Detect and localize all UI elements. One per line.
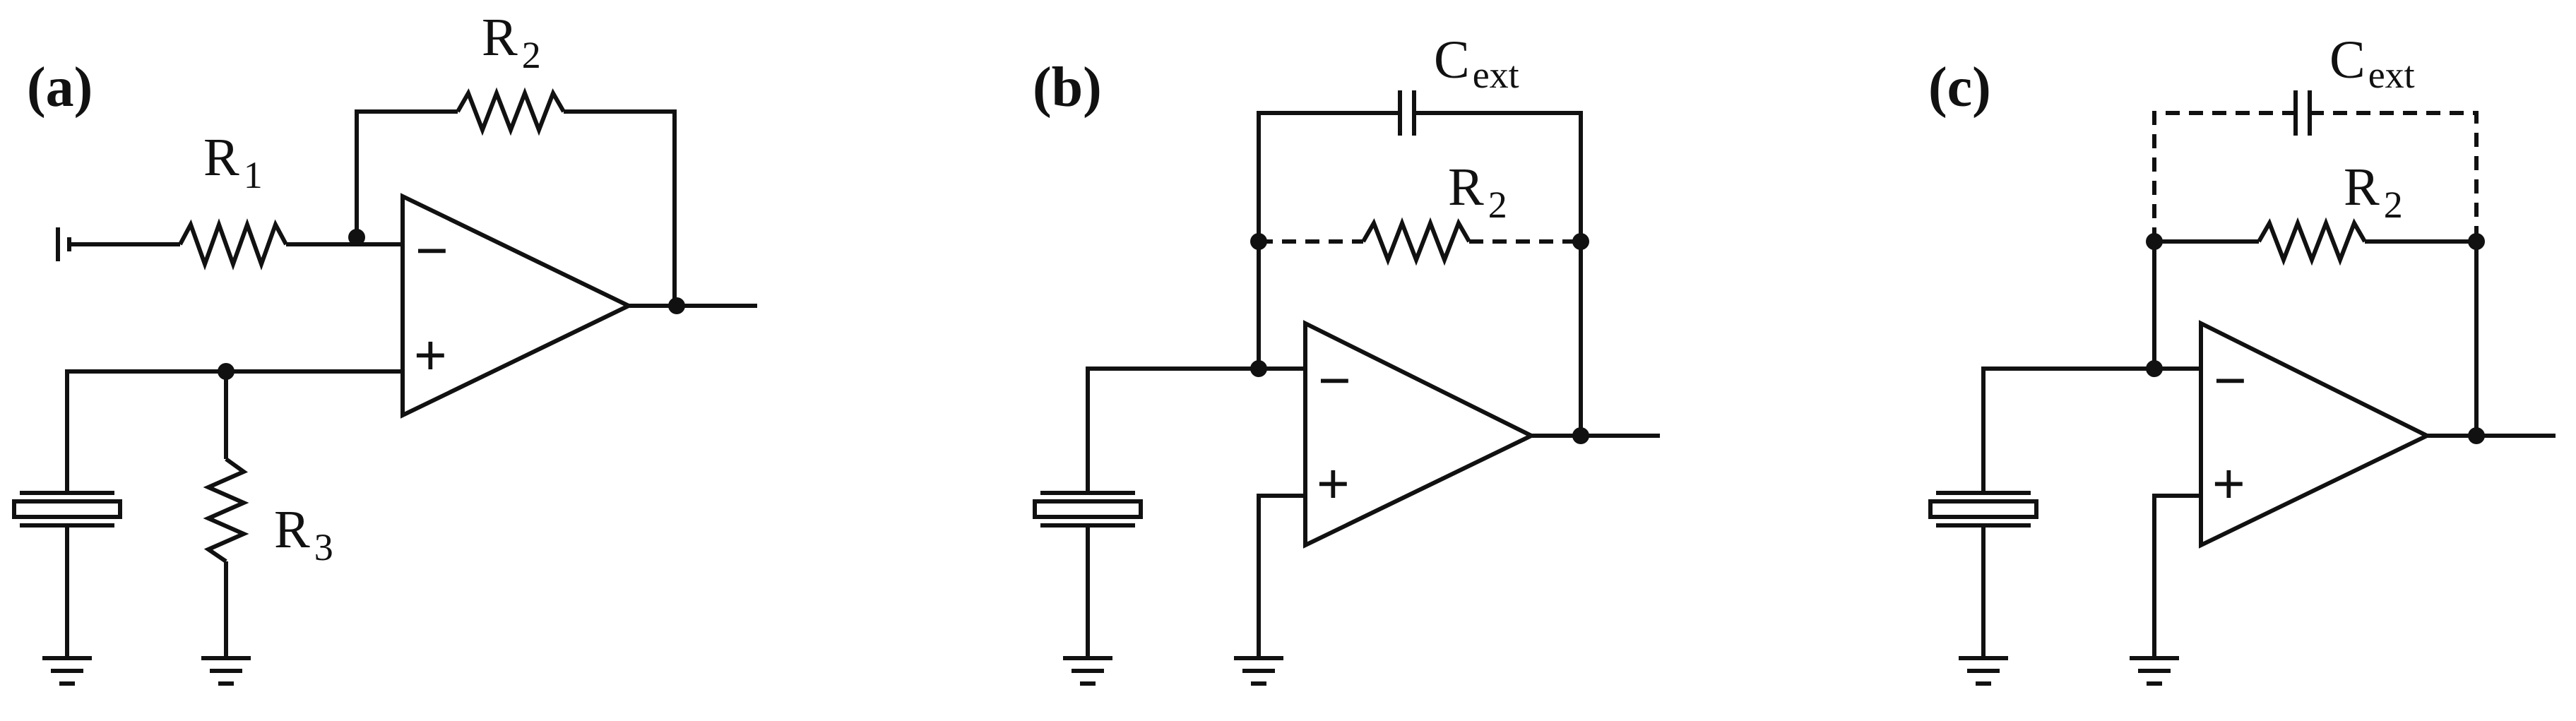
panel-b-inverting-wire [1086,367,1305,493]
panel-c-cext-capacitor [2293,90,2312,136]
panel-a-noninverting-wire [65,369,403,493]
panel-b-ground-1 [1063,656,1112,686]
panel-b-ground-2 [1234,656,1283,686]
panel-a-r1-resistor [178,218,288,270]
panel-b-r2-resistor [1361,217,1471,266]
panel-c-crystal [1928,491,2038,528]
panel-b-cext-wire-left [1257,111,1400,367]
panel-b-node-r2-left [1250,233,1267,250]
panel-a-ground-2 [201,656,251,686]
panel-c-r2-resistor [2257,217,2367,266]
panel-b-crystal [1033,491,1143,528]
panel-b-node-output [1572,427,1589,444]
panel-a-opamp [400,193,634,419]
panel-b-opamp-minus: − [1318,349,1351,412]
panel-a-crystal [12,491,122,528]
panel-c-r2-wire-right [2365,239,2479,436]
panel-b-opamp [1303,320,1536,549]
panel-c-node-output [2468,427,2485,444]
panel-a-label: (a) [27,56,93,119]
panel-c-opamp-plus: + [2212,452,2245,515]
panel-c-opamp [2199,320,2432,549]
panel-c-cext-label: Cext [2329,30,2415,96]
panel-c-inverting-wire [1981,367,2201,493]
panel-b-cext-capacitor [1398,90,1416,136]
panel-a-feedback-left [355,109,458,237]
panel-b-label: (b) [1033,56,1102,119]
panel-c-cext-wire-right [2310,111,2479,242]
panel-c-ground-2 [2130,656,2179,686]
panel-a-node-output [668,297,685,314]
panel-b-cext-label: Cext [1434,30,1519,96]
panel-c-cext-wire-left [2152,111,2296,242]
panel-a-ground-1 [42,656,92,686]
panel-c-node-r2-right [2468,233,2485,250]
panel-c-noninverting-wire [2152,494,2201,658]
panel-a-input-ground [56,227,71,261]
panel-b-node-inverting [1250,360,1267,377]
panel-a-r3-resistor [203,457,249,564]
panel-b-cext-wire-right [1414,111,1583,436]
panel-a-r2-resistor [456,87,566,136]
panel-c-label: (c) [1928,56,1991,119]
panel-c-node-inverting [2146,360,2163,377]
panel-c-opamp-minus: − [2214,349,2247,412]
panel-b-noninverting-wire [1257,494,1305,658]
panel-b-node-r2-right [1572,233,1589,250]
panel-c-ground-1 [1959,656,2008,686]
panel-c-node-r2-left [2146,233,2163,250]
panel-a-opamp-plus: + [414,323,447,386]
panel-a-opamp-minus: − [415,219,449,282]
panel-b-opamp-plus: + [1317,452,1350,515]
panel-a-feedback-right [564,109,677,304]
